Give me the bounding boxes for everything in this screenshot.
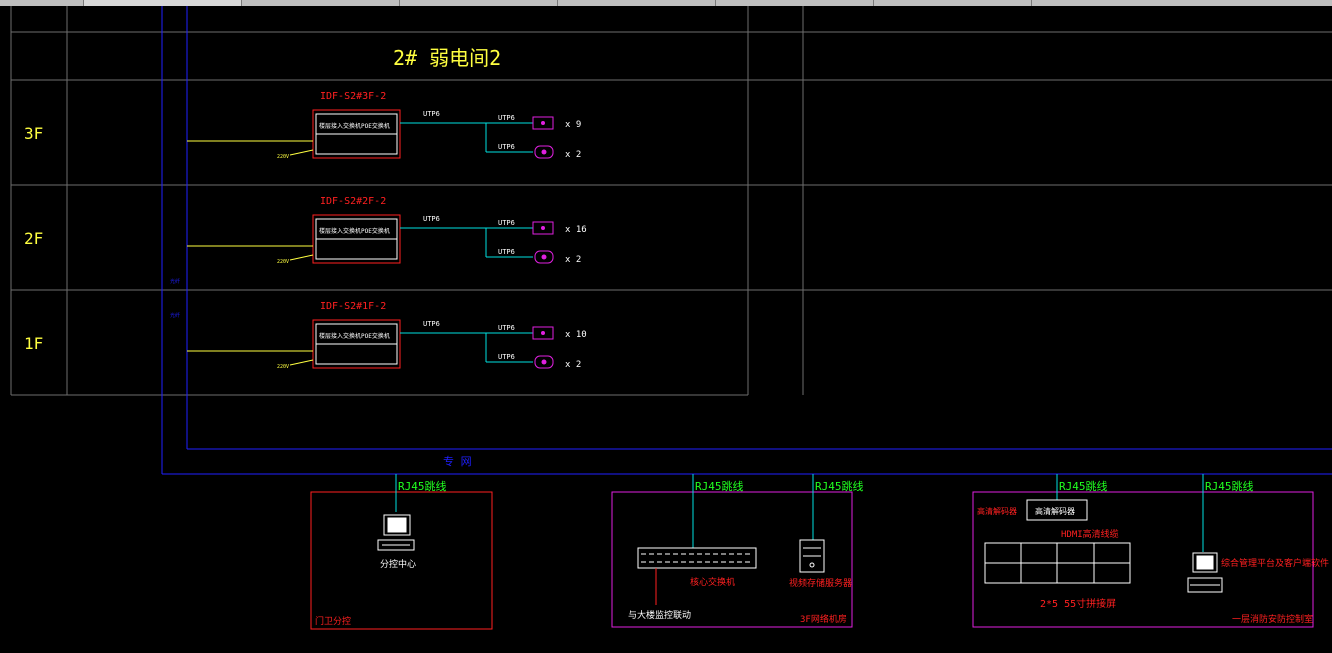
wireless-ap-icon: [532, 116, 554, 130]
control-room-box: RJ45跳线 RJ45跳线 高清解码器 高清解码器 HDMI高清线缆 2*5 5…: [972, 474, 1329, 628]
camera-cable-label: UTP6: [498, 143, 515, 151]
tab-6[interactable]: [716, 0, 874, 6]
switch-label: 楼层接入交换机POE交换机: [319, 227, 390, 235]
linkage-label: 与大楼监控联动: [628, 609, 691, 621]
idf-cabinet: [312, 214, 401, 264]
floor-grid: [10, 6, 1332, 396]
wireless-ap-icon: [532, 326, 554, 340]
patch-panel: [315, 343, 398, 365]
camera-count: x 2: [565, 255, 581, 265]
control-room-title: 一层消防安防控制室: [1232, 613, 1313, 625]
ap-count: x 9: [565, 120, 581, 130]
platform-software-label: 综合管理平台及客户端软件: [1221, 557, 1329, 569]
power-line: [289, 149, 314, 156]
ap-cable-label: UTP6: [498, 219, 515, 227]
idf-label: IDF-S2#3F-2: [320, 91, 386, 102]
riser-label-1: 光纤: [170, 278, 180, 285]
riser-label-2: 光纤: [170, 312, 180, 319]
tab-1[interactable]: [0, 0, 84, 6]
guard-room-title: 门卫分控: [315, 615, 351, 627]
patch-panel: [315, 133, 398, 155]
idf-label: IDF-S2#2F-2: [320, 196, 386, 207]
wireless-ap-icon-dot: [541, 331, 545, 335]
patch-panel: [315, 238, 398, 260]
cable-label: RJ45跳线: [695, 479, 744, 493]
wireless-ap-icon-dot: [541, 121, 545, 125]
cable-label: RJ45跳线: [1205, 479, 1254, 493]
wireless-ap-icon: [532, 221, 554, 235]
control-center-label: 分控中心: [380, 558, 416, 570]
camera-cable-label: UTP6: [498, 353, 515, 361]
floor-label: 2F: [24, 229, 43, 248]
decoder-box-label: 高清解码器: [1035, 506, 1075, 516]
decoder-label: 高清解码器: [977, 506, 1017, 516]
power-label: 220V: [277, 259, 289, 265]
tab-4[interactable]: [400, 0, 558, 6]
video-wall-icon: [984, 542, 1131, 584]
power-line: [289, 359, 314, 366]
floor-label: 3F: [24, 124, 43, 143]
uplink-cable-label: UTP6: [423, 320, 440, 328]
network-room-box: RJ45跳线 RJ45跳线 核心交换机 视频存储服务器 与大楼监控联动 3F网络…: [611, 474, 864, 628]
switch-label: 楼层接入交换机POE交换机: [319, 332, 390, 340]
idf-label: IDF-S2#1F-2: [320, 301, 386, 312]
tab-2[interactable]: [84, 0, 242, 6]
network-room-title: 3F网络机房: [800, 613, 847, 625]
power-line: [289, 254, 314, 261]
ap-cable-label: UTP6: [498, 114, 515, 122]
camera-icon-lens: [541, 254, 547, 260]
camera-icon: [534, 355, 554, 369]
video-wall-label: 2*5 55寸拼接屏: [1040, 597, 1116, 610]
cad-tab-strip: [0, 0, 1332, 6]
tab-5[interactable]: [558, 0, 716, 6]
camera-icon: [534, 250, 554, 264]
idf-cabinet: [312, 109, 401, 159]
idf-cabinet: [312, 319, 401, 369]
floor-label: 1F: [24, 334, 43, 353]
computer-icon: [377, 514, 415, 551]
cable-label: RJ45跳线: [815, 479, 864, 493]
ap-count: x 10: [565, 330, 587, 340]
video-server-label: 视频存储服务器: [789, 577, 852, 589]
switch-label: 楼层接入交换机POE交换机: [319, 122, 390, 130]
ap-cable-label: UTP6: [498, 324, 515, 332]
network-riser: [161, 6, 1332, 475]
uplink-cable-label: UTP6: [423, 110, 440, 118]
server-icon: [799, 539, 825, 573]
hdmi-label: HDMI高清线缆: [1061, 528, 1119, 540]
page-title: 2# 弱电间2: [393, 46, 501, 70]
wireless-ap-icon-dot: [541, 226, 545, 230]
core-switch-label: 核心交换机: [690, 576, 735, 588]
guard-room-box: RJ45跳线 分控中心 门卫分控: [310, 474, 493, 630]
cable-label: RJ45跳线: [398, 479, 447, 493]
camera-icon: [534, 145, 554, 159]
power-label: 220V: [277, 364, 289, 370]
uplink-cable-label: UTP6: [423, 215, 440, 223]
network-label: 专 网: [443, 454, 472, 468]
cable-label: RJ45跳线: [1059, 479, 1108, 493]
computer-icon: [1187, 552, 1223, 593]
power-label: 220V: [277, 154, 289, 160]
camera-cable-label: UTP6: [498, 248, 515, 256]
camera-count: x 2: [565, 150, 581, 160]
camera-count: x 2: [565, 360, 581, 370]
core-switch-icon: [637, 547, 757, 569]
ap-count: x 16: [565, 225, 587, 235]
tab-3[interactable]: [242, 0, 400, 6]
tab-7[interactable]: [874, 0, 1032, 6]
camera-icon-lens: [541, 359, 547, 365]
camera-icon-lens: [541, 149, 547, 155]
decoder-box: [1026, 499, 1088, 521]
